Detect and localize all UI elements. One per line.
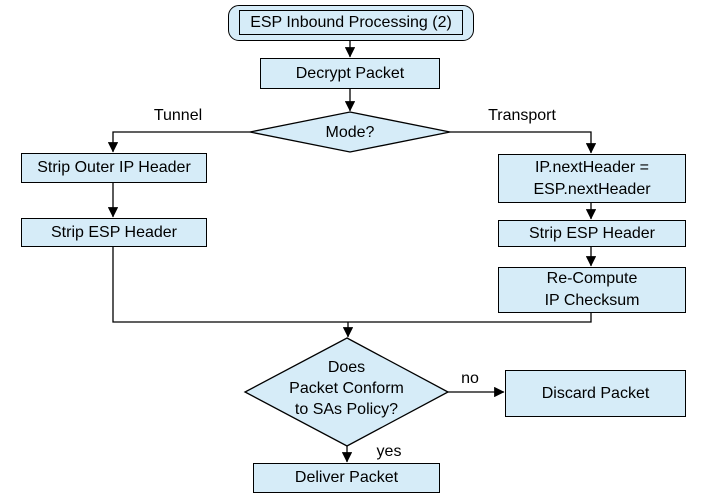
node-strip-esp-header-transport: Strip ESP Header (498, 220, 686, 247)
policy-decision-shape (243, 337, 450, 447)
edge-merge-line (112, 247, 592, 323)
edge-label-transport: Transport (488, 107, 556, 124)
edge-label-tunnel: Tunnel (153, 107, 203, 124)
edge-label-no: no (461, 370, 479, 387)
node-recompute-ip-checksum: Re-Compute IP Checksum (498, 267, 686, 313)
node-start: ESP Inbound Processing (2) (239, 10, 463, 35)
node-decrypt-packet: Decrypt Packet (260, 58, 440, 89)
node-discard-packet: Discard Packet (505, 370, 686, 417)
edge-mode-transport-branch (450, 131, 597, 154)
node-strip-esp-header-tunnel: Strip ESP Header (21, 218, 207, 247)
node-ip-nextheader: IP.nextHeader = ESP.nextHeader (498, 154, 686, 203)
edge-mode-tunnel-branch (107, 131, 250, 153)
mode-decision-shape (249, 111, 451, 153)
edge-label-yes: yes (376, 443, 402, 460)
node-start-outer (228, 5, 474, 41)
node-deliver-packet: Deliver Packet (253, 463, 440, 493)
node-strip-outer-ip-header: Strip Outer IP Header (21, 153, 207, 183)
